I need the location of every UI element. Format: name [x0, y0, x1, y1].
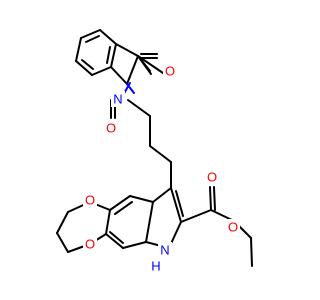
ester-group — [180, 186, 253, 267]
indole-core — [105, 187, 184, 249]
ester-oxygen-label: O — [228, 220, 238, 235]
phthalimide-benzene-ring — [75, 29, 117, 76]
imide-oxygen-bottom-label: O — [106, 121, 116, 136]
imide-ring — [110, 43, 139, 98]
dioxane-oxygen-top-label: O — [85, 193, 95, 208]
ester-carbonyl-oxygen-label: O — [207, 170, 217, 185]
atom-labels: O O N O O N H O O — [83, 63, 240, 274]
propyl-linker — [127, 99, 172, 189]
imide-nitrogen-label: N — [113, 92, 122, 107]
imide-carbonyl-bonds — [110, 53, 164, 119]
indole-nitrogen-label: N — [160, 243, 169, 258]
molecule-structure-diagram: O O N O O N H O O — [56, 29, 253, 274]
imide-oxygen-top-label: O — [165, 64, 175, 79]
indole-hydrogen-label: H — [151, 259, 160, 274]
dioxane-oxygen-bottom-label: O — [85, 237, 95, 252]
